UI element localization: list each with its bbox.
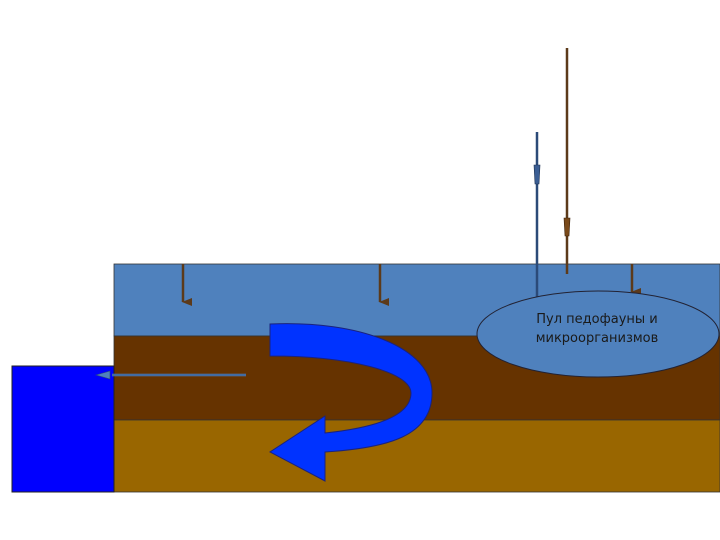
pool-label: Пул педофауны и микроорганизмов bbox=[482, 310, 712, 348]
circulation-curved-arrow bbox=[269, 323, 433, 482]
pool-label-line-1: Пул педофауны и bbox=[536, 312, 658, 327]
pool-label-line-2: микроорганизмов bbox=[535, 331, 659, 346]
pool-ellipse bbox=[476, 290, 720, 378]
gas-release-arrow bbox=[533, 132, 541, 300]
lateral-flow-arrow bbox=[94, 370, 246, 380]
atmospheric-input-arrow bbox=[563, 48, 571, 274]
lower-soil-layer bbox=[113, 419, 720, 493]
water-body bbox=[11, 365, 115, 493]
